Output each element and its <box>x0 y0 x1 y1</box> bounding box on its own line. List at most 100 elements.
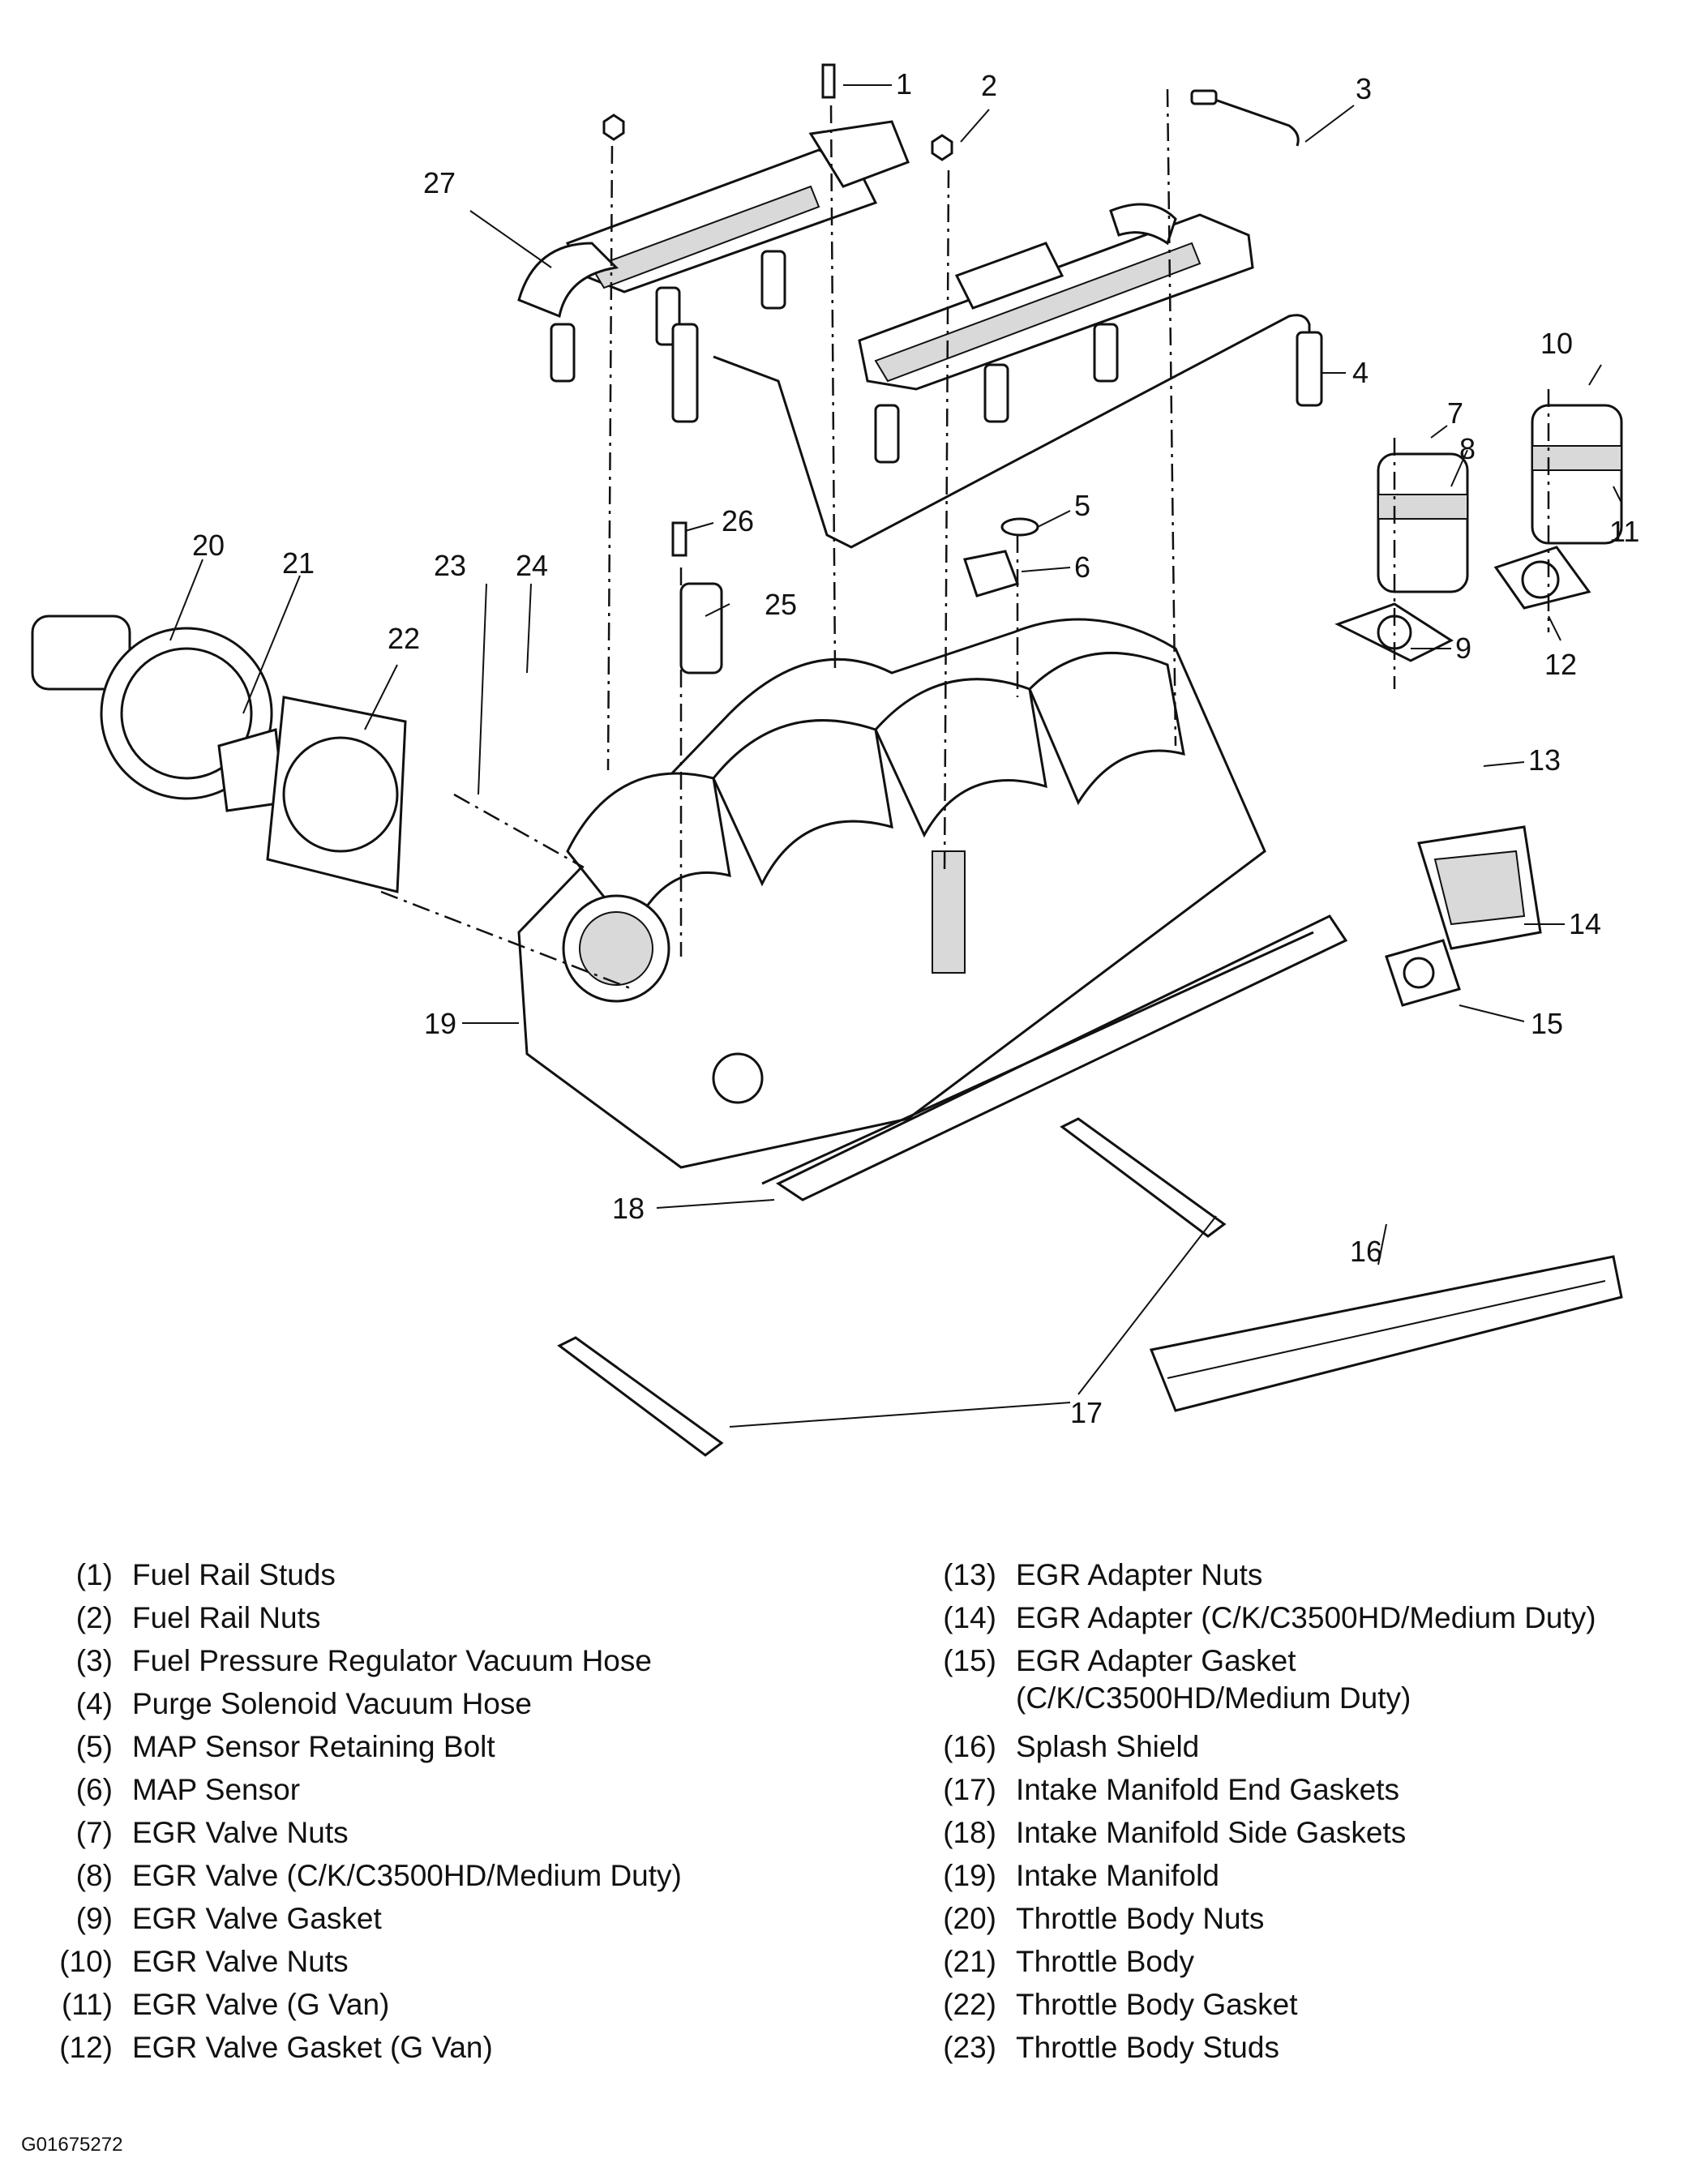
callout-9: 9 <box>1455 632 1471 665</box>
callout-11: 11 <box>1609 515 1639 548</box>
callout-8: 8 <box>1459 432 1476 465</box>
legend-number: (12) <box>59 2031 113 2064</box>
legend-item: (22)Throttle Body Gasket <box>928 1986 1682 2029</box>
legend-label: Fuel Rail Nuts <box>132 1601 321 1634</box>
legend-item: (5)MAP Sensor Retaining Bolt <box>45 1728 855 1771</box>
legend-item: (8) EGR Valve (C/K/C3500HD/Medium Duty) <box>45 1857 855 1900</box>
legend-label: EGR Valve Gasket (G Van) <box>132 2031 493 2064</box>
parts-legend: (1) Fuel Rail Studs (2) Fuel Rail Nuts (3)… <box>0 1557 1692 2124</box>
legend-label: Intake Manifold End Gaskets <box>1016 1773 1400 1806</box>
egr-adapter <box>1385 825 1542 1007</box>
figure-code: G01675272 <box>21 2134 123 2156</box>
legend-number: (18) <box>943 1816 996 1849</box>
legend-number: (17) <box>943 1773 996 1806</box>
fuel-rail-assembly <box>517 63 1300 464</box>
legend-item: (11) EGR Valve (G Van) <box>45 1986 855 2029</box>
legend-item: (2) Fuel Rail Nuts <box>45 1599 855 1642</box>
legend-label: Intake Manifold <box>1016 1859 1219 1892</box>
legend-item: (14)EGR Adapter (C/K/C3500HD/Medium Duty… <box>928 1599 1682 1642</box>
intake-manifold-side-gasket <box>761 914 1348 1201</box>
callout-26: 26 <box>722 504 754 537</box>
legend-number: (22) <box>943 1988 996 2021</box>
legend-item: (17) Intake Manifold End Gaskets <box>928 1771 1682 1814</box>
legend-number: (11) <box>61 1988 113 2021</box>
callout-1: 1 <box>896 67 912 101</box>
legend-column-left: (1) Fuel Rail Studs (2) Fuel Rail Nuts (3)… <box>45 1557 855 2072</box>
callout-22: 22 <box>388 622 420 655</box>
legend-number: (1) <box>75 1558 113 1591</box>
splash-shield <box>1149 1255 1623 1412</box>
legend-item: (18) Intake Manifold Side Gaskets <box>928 1814 1682 1857</box>
callout-25: 25 <box>765 588 797 621</box>
legend-number: (2) <box>75 1601 113 1634</box>
legend-number: (20) <box>943 1902 996 1935</box>
callout-2: 2 <box>981 69 997 102</box>
leader-lines <box>169 84 1622 1428</box>
callout-19: 19 <box>424 1007 456 1040</box>
callout-23: 23 <box>434 549 466 582</box>
legend-label: EGR Adapter Gasket (C/K/C3500HD/Medium D… <box>1016 1644 1411 1715</box>
legend-number: (6) <box>75 1773 113 1806</box>
egr-valve-g-van <box>1493 404 1623 610</box>
legend-number: (13) <box>943 1558 996 1591</box>
legend-number: (4) <box>75 1687 113 1720</box>
callout-27: 27 <box>423 166 456 199</box>
purge-solenoid-vacuum-hose <box>671 314 1323 549</box>
callout-18: 18 <box>612 1192 645 1225</box>
legend-label: Intake Manifold Side Gaskets <box>1016 1816 1407 1849</box>
legend-item: (1) Fuel Rail Studs <box>45 1557 855 1599</box>
callout-labels: 1 2 3 4 5 6 7 8 9 10 11 12 13 14 15 16 1… <box>192 67 1639 1429</box>
legend-item: (3) Fuel Pressure Regulator Vacuum Hose <box>45 1642 855 1685</box>
legend-label: EGR Valve (G Van) <box>132 1988 390 2021</box>
legend-item: (21)Throttle Body <box>928 1943 1682 1986</box>
legend-label: EGR Valve (C/K/C3500HD/Medium Duty) <box>132 1859 682 1892</box>
intake-manifold <box>517 618 1266 1169</box>
throttle-body <box>31 615 285 812</box>
legend-number: (8) <box>75 1859 113 1892</box>
legend-item: (20) Throttle Body Nuts <box>928 1900 1682 1943</box>
legend-item: (10) EGR Valve Nuts <box>45 1943 855 1986</box>
legend-label: MAP Sensor <box>132 1773 301 1806</box>
legend-item: (19) Intake Manifold <box>928 1857 1682 1900</box>
legend-label: Fuel Rail Studs <box>132 1558 336 1591</box>
legend-number: (9) <box>75 1902 113 1935</box>
legend-item: (23)Throttle Body Studs <box>928 2029 1682 2072</box>
legend-label: EGR Valve Nuts <box>132 1945 349 1978</box>
callout-10: 10 <box>1540 327 1573 360</box>
legend-number: (7) <box>75 1816 113 1849</box>
legend-label: EGR Adapter Nuts <box>1016 1558 1263 1591</box>
egr-valve-cc <box>1334 452 1469 662</box>
legend-label: Splash Shield <box>1016 1730 1200 1763</box>
legend-label: EGR Adapter (C/K/C3500HD/Medium Duty) <box>1016 1601 1596 1634</box>
callout-4: 4 <box>1352 356 1369 389</box>
intake-manifold-exploded-diagram: 1 2 3 4 5 6 7 8 9 10 11 12 13 14 15 16 1… <box>31 63 1639 1457</box>
alignment-lines <box>380 88 1550 991</box>
legend-number: (21) <box>943 1945 996 1978</box>
legend-item: (9)EGR Valve Gasket <box>45 1900 855 1943</box>
callout-6: 6 <box>1074 550 1090 584</box>
callout-20: 20 <box>192 529 225 562</box>
legend-item: (15) EGR Adapter Gasket (C/K/C3500HD/Medi… <box>928 1642 1682 1728</box>
legend-item: (13) EGR Adapter Nuts <box>928 1557 1682 1599</box>
callout-24: 24 <box>516 549 548 582</box>
legend-item: (4)Purge Solenoid Vacuum Hose <box>45 1685 855 1728</box>
legend-number: (3) <box>75 1644 113 1677</box>
legend-column-right: (13) EGR Adapter Nuts (14)EGR Adapter (C/… <box>928 1557 1682 2072</box>
legend-label: Fuel Pressure Regulator Vacuum Hose <box>132 1644 652 1677</box>
legend-number: (16) <box>943 1730 996 1763</box>
legend-label: Throttle Body Nuts <box>1016 1902 1265 1935</box>
legend-number: (19) <box>943 1859 996 1892</box>
legend-item: (7)EGR Valve Nuts <box>45 1814 855 1857</box>
legend-number: (15) <box>943 1644 996 1677</box>
callout-5: 5 <box>1074 489 1090 522</box>
legend-number: (23) <box>943 2031 996 2064</box>
legend-number: (5) <box>75 1730 113 1763</box>
callout-16: 16 <box>1350 1235 1382 1268</box>
callout-7: 7 <box>1447 396 1463 430</box>
callout-14: 14 <box>1569 907 1601 940</box>
callout-15: 15 <box>1531 1007 1563 1040</box>
callout-13: 13 <box>1528 743 1561 777</box>
legend-number: (10) <box>59 1945 113 1978</box>
callout-17: 17 <box>1070 1396 1103 1429</box>
callout-12: 12 <box>1544 648 1577 681</box>
